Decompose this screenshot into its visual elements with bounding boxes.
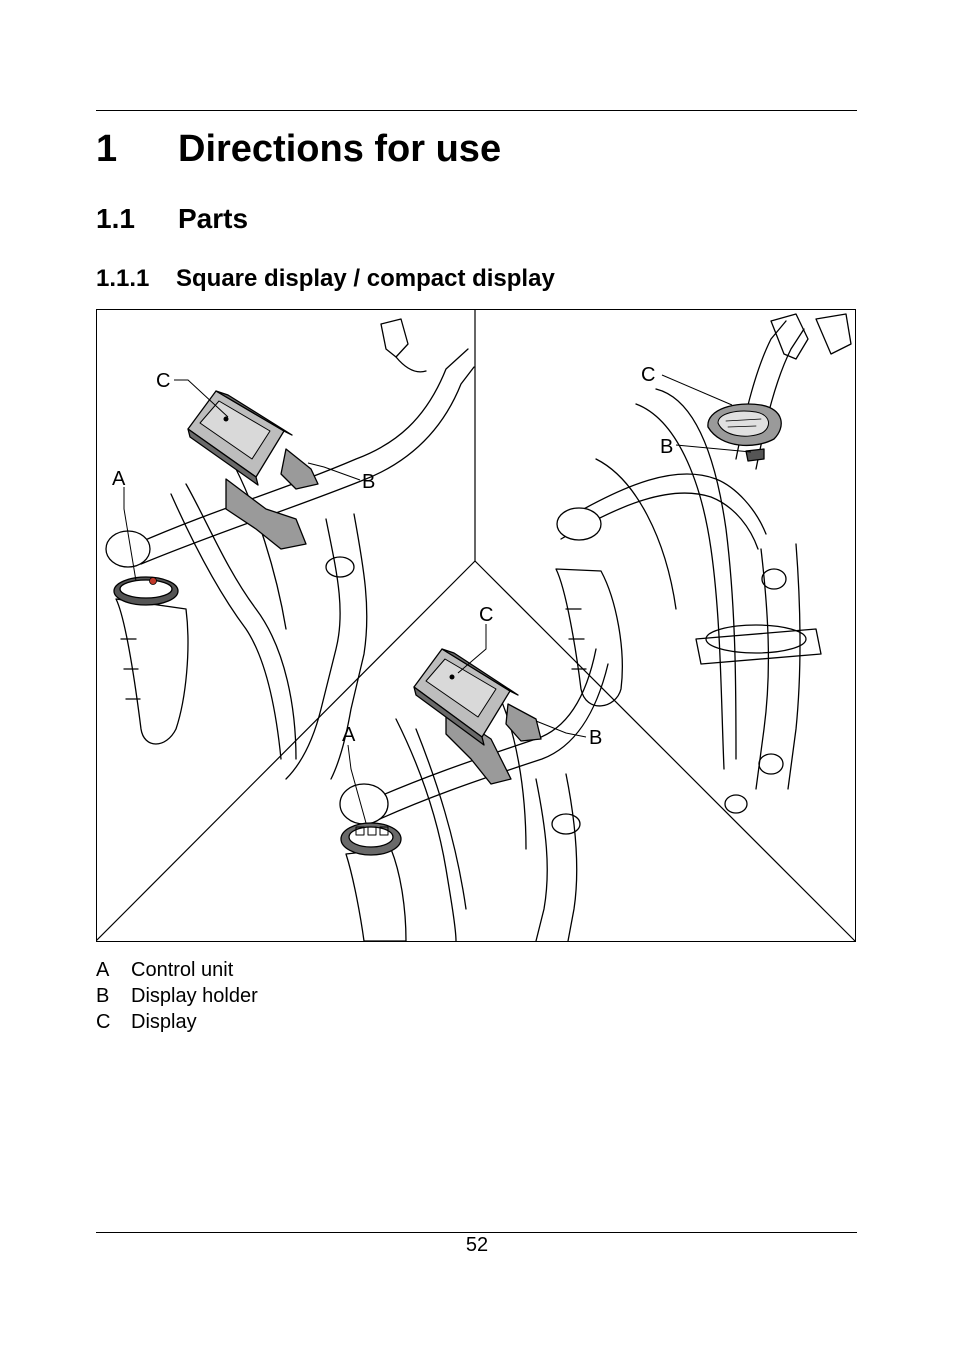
legend-item: B Display holder xyxy=(96,983,258,1009)
center-label-a: A xyxy=(342,724,356,746)
footer-rule xyxy=(96,1232,857,1233)
left-panel-illustration xyxy=(105,318,475,780)
heading-2: 1.1 Parts xyxy=(96,203,248,235)
legend-text: Display xyxy=(131,1011,197,1033)
parts-figure: C A B xyxy=(96,309,856,942)
heading-2-number: 1.1 xyxy=(96,203,135,234)
heading-1: 1 Directions for use xyxy=(96,128,501,171)
divider-right-diagonal xyxy=(474,560,856,942)
heading-3-number: 1.1.1 xyxy=(96,265,150,292)
left-leader-lines xyxy=(123,379,361,582)
parts-illustration: C A B xyxy=(96,309,856,942)
right-leader-lines xyxy=(661,374,752,453)
heading-2-title: Parts xyxy=(178,203,249,234)
left-label-b: B xyxy=(362,471,375,493)
heading-3: 1.1.1 Square display / compact display xyxy=(96,265,555,293)
center-label-c: C xyxy=(479,604,493,626)
legend-key: A xyxy=(96,959,110,981)
center-label-b: B xyxy=(589,727,602,749)
right-label-b: B xyxy=(660,436,673,458)
left-label-c: C xyxy=(156,370,170,392)
right-label-c: C xyxy=(641,364,655,386)
legend-key: C xyxy=(96,1011,111,1033)
divider-left-diagonal xyxy=(96,560,476,942)
center-leader-lines xyxy=(347,624,587,824)
heading-3-title: Square display / compact display xyxy=(176,265,555,292)
heading-1-title: Directions for use xyxy=(178,128,502,170)
heading-1-number: 1 xyxy=(96,128,118,170)
legend-text: Display holder xyxy=(131,985,258,1007)
legend-item: C Display xyxy=(96,1009,258,1035)
left-label-a: A xyxy=(112,468,126,490)
parts-legend: A Control unit B Display holder C Displa… xyxy=(96,957,258,1035)
header-rule xyxy=(96,110,857,111)
legend-text: Control unit xyxy=(131,959,234,981)
center-panel-illustration xyxy=(339,648,609,942)
page-number: 52 xyxy=(465,1234,489,1256)
legend-item: A Control unit xyxy=(96,957,258,983)
legend-key: B xyxy=(96,985,110,1007)
right-panel-illustration xyxy=(555,313,852,814)
